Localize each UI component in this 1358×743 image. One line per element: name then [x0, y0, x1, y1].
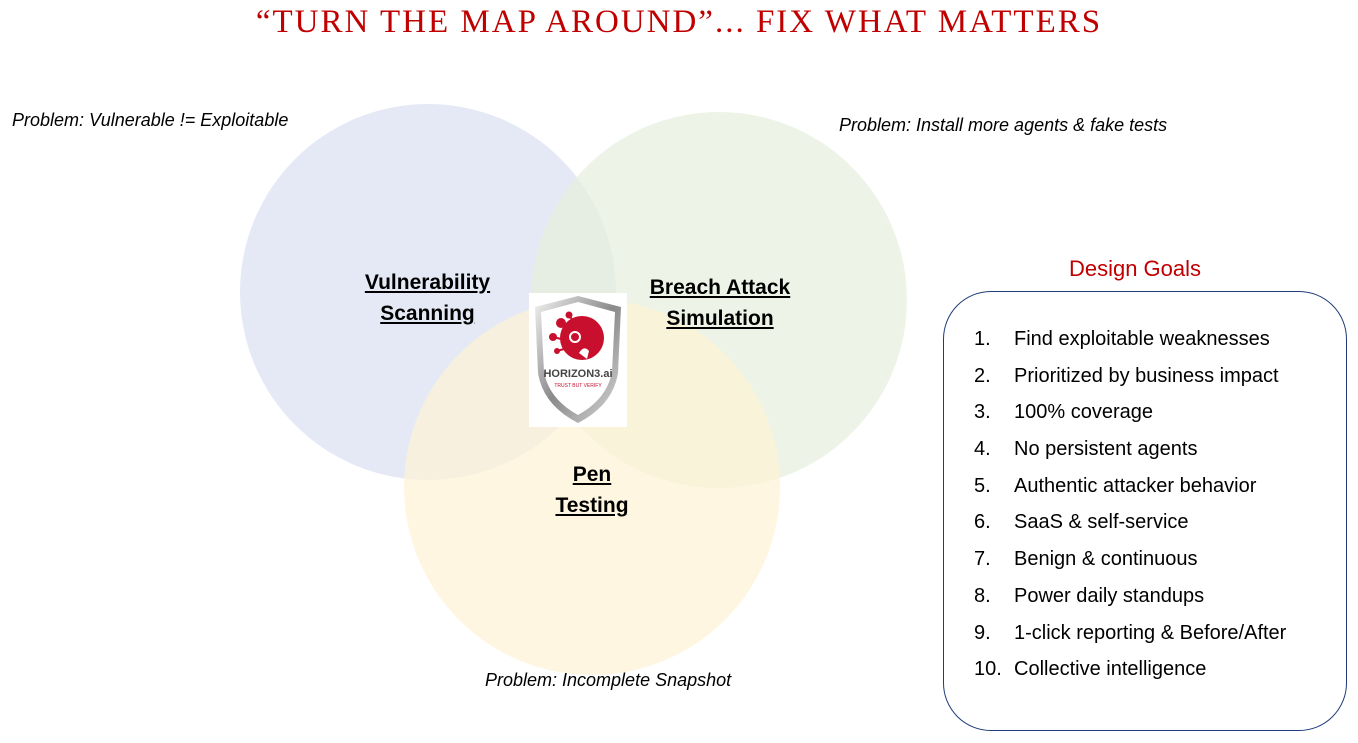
vulnerability-label-line2: Scanning: [380, 302, 475, 325]
pen-label-line2: Testing: [555, 494, 629, 517]
design-goal-item: 4. No persistent agents: [974, 438, 1286, 475]
design-goal-text: Power daily standups: [1014, 584, 1205, 607]
design-goal-item: 7. Benign & continuous: [974, 548, 1286, 585]
horizon3-shield-logo-icon: HORIZON3.ai TRUST BUT VERIFY: [535, 296, 621, 423]
design-goal-item: 5. Authentic attacker behavior: [974, 475, 1286, 512]
design-goal-item: 1. Find exploitable weaknesses: [974, 328, 1286, 365]
design-goal-text: No persistent agents: [1014, 438, 1198, 461]
design-goal-number: 6.: [974, 511, 991, 534]
pen-problem-text: Problem: Incomplete Snapshot: [485, 670, 732, 690]
design-goal-text: Authentic attacker behavior: [1014, 474, 1257, 497]
design-goal-text: Prioritized by business impact: [1014, 364, 1279, 387]
breach-label-line2: Simulation: [666, 307, 774, 330]
design-goal-item: 3. 100% coverage: [974, 401, 1286, 438]
design-goals-box: 1. Find exploitable weaknesses 2. Prioritiz…: [943, 291, 1347, 731]
vulnerability-scanning-label: Vulnerability Scanning: [340, 267, 515, 329]
logo-tagline-text: TRUST BUT VERIFY: [554, 383, 602, 389]
breach-problem-text: Problem: Install more agents & fake test…: [839, 115, 1168, 135]
design-goal-text: Benign & continuous: [1014, 548, 1198, 571]
vulnerability-label-line1: Vulnerability: [364, 271, 491, 294]
design-goal-text: SaaS & self-service: [1014, 511, 1189, 534]
design-goal-item: 9. 1-click reporting & Before/After: [974, 622, 1286, 659]
vulnerability-problem-text: Problem: Vulnerable != Exploitable: [12, 110, 289, 130]
design-goal-number: 7.: [974, 548, 991, 571]
design-goal-number: 4.: [974, 438, 991, 461]
logo-brand-text: HORIZON3.ai: [543, 368, 612, 380]
design-goal-item: 8. Power daily standups: [974, 585, 1286, 622]
design-goal-number: 10.: [974, 658, 1002, 681]
breach-attack-simulation-label: Breach Attack Simulation: [630, 272, 810, 334]
design-goal-item: 6. SaaS & self-service: [974, 511, 1286, 548]
design-goal-number: 8.: [974, 584, 991, 607]
design-goals-heading: Design Goals: [1068, 256, 1202, 281]
design-goal-number: 3.: [974, 401, 991, 424]
design-goal-item: 10. Collective intelligence: [974, 658, 1286, 695]
design-goal-text: 100% coverage: [1014, 401, 1153, 424]
design-goals-list: 1. Find exploitable weaknesses 2. Prioritiz…: [974, 328, 1286, 695]
breach-label-line1: Breach Attack: [649, 276, 791, 299]
page-title: “TURN THE MAP AROUND”... FIX WHAT MATTER…: [255, 4, 1103, 40]
pen-testing-label: Pen Testing: [532, 459, 652, 521]
design-goal-text: Collective intelligence: [1014, 658, 1207, 681]
design-goal-number: 2.: [974, 364, 991, 387]
design-goal-text: 1-click reporting & Before/After: [1014, 621, 1287, 644]
pen-label-line1: Pen: [572, 463, 612, 486]
design-goal-item: 2. Prioritized by business impact: [974, 365, 1286, 402]
design-goal-number: 5.: [974, 474, 991, 497]
pen-testing-circle: [404, 299, 780, 675]
design-goal-number: 1.: [974, 328, 991, 350]
horizon3-logo: HORIZON3.ai TRUST BUT VERIFY: [529, 293, 627, 427]
design-goal-number: 9.: [974, 621, 991, 644]
design-goal-text: Find exploitable weaknesses: [1014, 328, 1270, 350]
